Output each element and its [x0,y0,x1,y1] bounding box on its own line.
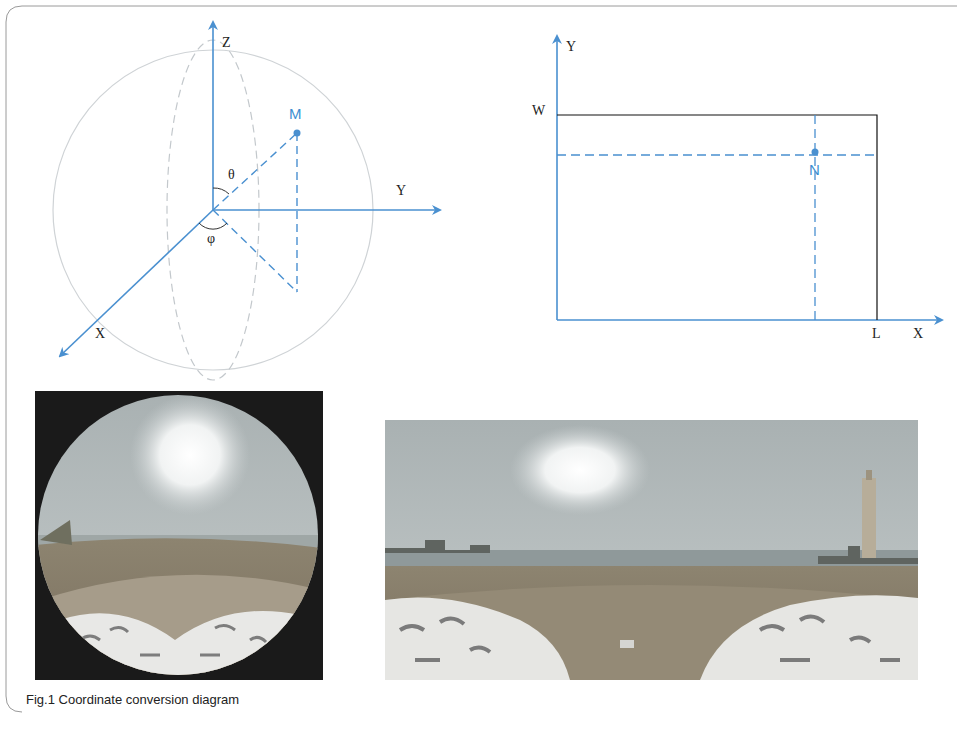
axis-label: Y [396,184,406,198]
point-n [812,149,819,156]
figure-caption: Fig.1 Coordinate conversion diagram [26,692,239,707]
x-axis [557,319,942,321]
projection-line [213,210,297,292]
angle-label: θ [228,168,235,182]
y-axis [556,36,558,320]
frame-line [6,6,957,712]
axis-label: X [913,327,923,341]
x-axis [60,210,213,356]
radius-line [213,133,297,210]
angle-label: φ [207,232,215,246]
dimension-label: W [532,104,545,118]
point-label: N [809,162,820,177]
projection-line [296,133,297,292]
image-rectangle [557,115,877,320]
z-axis [212,22,214,210]
axis-label: Y [566,40,576,54]
axis-label: X [95,327,105,341]
dimension-label: L [872,327,881,341]
panorama-photo [385,420,918,680]
y-axis [213,209,440,211]
axis-label: Z [222,36,231,50]
point-label: M [289,106,302,121]
guide-line [557,154,877,155]
guide-line [814,115,815,320]
point-m [294,130,301,137]
phi-arc [199,223,227,229]
theta-arc [213,188,229,194]
fisheye-photo [35,391,323,680]
